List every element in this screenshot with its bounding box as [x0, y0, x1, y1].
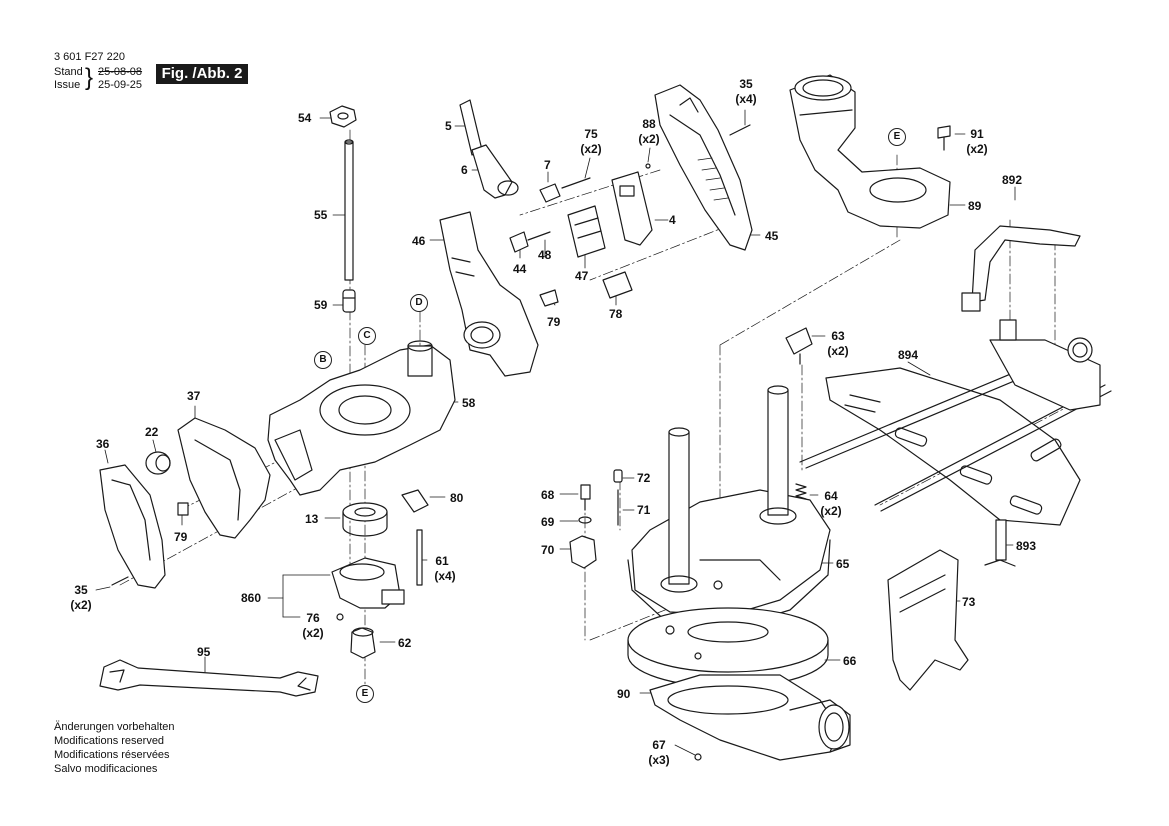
footer-note-fr: Modifications réservées	[54, 749, 170, 761]
callout-64-qty: (x2)	[820, 504, 842, 518]
part-number: 3 601 F27 220	[54, 51, 125, 63]
callout-35-top: 35	[739, 77, 753, 91]
callout-7: 7	[544, 158, 551, 172]
ref-letter-e-top: E	[888, 128, 906, 146]
callout-44: 44	[513, 262, 527, 276]
callout-69: 69	[541, 515, 555, 529]
callout-6: 6	[461, 163, 468, 177]
callout-88: 88	[642, 117, 656, 131]
stand-label: Stand	[54, 66, 83, 78]
callout-893: 893	[1016, 539, 1037, 553]
callout-79-top: 79	[547, 315, 561, 329]
callout-48: 48	[538, 248, 552, 262]
issue-date: 25-09-25	[98, 79, 143, 91]
callout-88-qty: (x2)	[638, 132, 660, 146]
callout-78: 78	[609, 307, 623, 321]
callout-76: 76	[306, 611, 320, 625]
footer-note-es: Salvo modificaciones	[54, 763, 158, 775]
callout-54: 54	[298, 111, 312, 125]
figure-label: Fig. /Abb. 2	[156, 64, 248, 84]
callout-61: 61	[435, 554, 449, 568]
callout-75-qty: (x2)	[580, 142, 602, 156]
callout-67: 67	[652, 738, 666, 752]
callout-64: 64	[824, 489, 838, 503]
callout-89: 89	[968, 199, 982, 213]
callout-55: 55	[314, 208, 328, 222]
callout-90: 90	[617, 687, 631, 701]
callout-79-left: 79	[174, 530, 188, 544]
callout-47: 47	[575, 269, 589, 283]
callout-37: 37	[187, 389, 201, 403]
callout-58: 58	[462, 396, 476, 410]
callout-13: 13	[305, 512, 319, 526]
ref-letter-e-bottom: E	[356, 685, 374, 703]
callout-35-bottom: 35	[74, 583, 88, 597]
callout-860: 860	[241, 591, 262, 605]
stand-date: 25-08-08	[98, 66, 143, 78]
callout-22: 22	[145, 425, 159, 439]
callout-76-qty: (x2)	[302, 626, 324, 640]
callout-63: 63	[831, 329, 845, 343]
ref-letter-d: D	[410, 294, 428, 312]
footer-note-de: Änderungen vorbehalten	[54, 721, 175, 733]
callout-68: 68	[541, 488, 555, 502]
callout-71: 71	[637, 503, 651, 517]
footer-note-en: Modifications reserved	[54, 735, 165, 747]
callout-72: 72	[637, 471, 651, 485]
callout-73: 73	[962, 595, 976, 609]
callout-67-qty: (x3)	[648, 753, 670, 767]
callout-5: 5	[445, 119, 452, 133]
header-brace: }	[85, 64, 94, 91]
callout-91: 91	[970, 127, 984, 141]
ref-letter-b: B	[314, 351, 332, 369]
callout-65: 65	[836, 557, 850, 571]
callout-66: 66	[843, 654, 857, 668]
callout-91-qty: (x2)	[966, 142, 988, 156]
ref-letter-c: C	[358, 327, 376, 345]
callout-892: 892	[1002, 173, 1023, 187]
callout-894: 894	[898, 348, 919, 362]
callout-75: 75	[584, 127, 598, 141]
callout-80: 80	[450, 491, 464, 505]
callout-36: 36	[96, 437, 110, 451]
callout-45: 45	[765, 229, 779, 243]
callout-59: 59	[314, 298, 328, 312]
callout-46: 46	[412, 234, 426, 248]
callout-61-qty: (x4)	[434, 569, 456, 583]
callout-4: 4	[669, 213, 676, 227]
callout-35-bottom-qty: (x2)	[70, 598, 92, 612]
callout-63-qty: (x2)	[827, 344, 849, 358]
callout-70: 70	[541, 543, 555, 557]
callout-35-top-qty: (x4)	[735, 92, 757, 106]
callout-95: 95	[197, 645, 211, 659]
issue-label: Issue	[54, 79, 81, 91]
callout-62: 62	[398, 636, 412, 650]
